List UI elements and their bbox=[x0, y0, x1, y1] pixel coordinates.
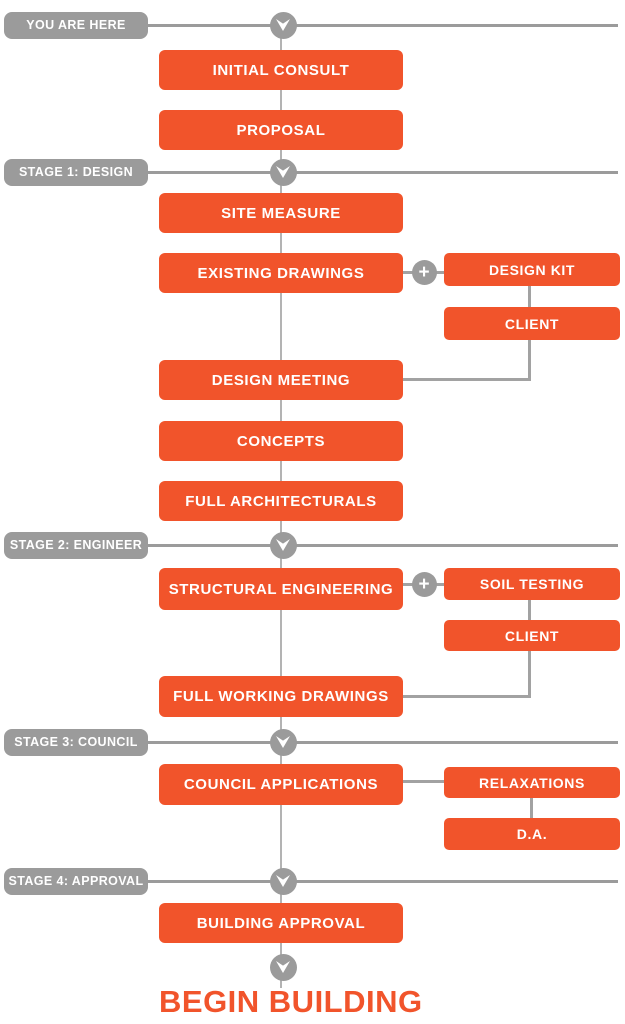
connector-relaxations-da bbox=[530, 798, 533, 819]
connector-designkit-client bbox=[528, 286, 531, 308]
flow-line bbox=[280, 233, 282, 253]
step-full-working-drawings: FULL WORKING DRAWINGS bbox=[159, 676, 403, 717]
stage-marker-1 bbox=[269, 158, 297, 186]
stage-label-2-engineer: STAGE 2: ENGINEER bbox=[4, 531, 148, 559]
step-existing-drawings: EXISTING DRAWINGS bbox=[159, 253, 403, 293]
stage-rule-you-are-here bbox=[147, 23, 618, 27]
connector-client-designmeeting bbox=[403, 378, 531, 381]
stage-label-3-council: STAGE 3: COUNCIL bbox=[4, 728, 148, 756]
connector-soiltesting-client bbox=[528, 600, 531, 621]
flow-line bbox=[280, 400, 282, 421]
side-step-design-kit: DESIGN KIT bbox=[444, 253, 620, 286]
side-step-da: D.A. bbox=[444, 818, 620, 850]
step-full-architecturals: FULL ARCHITECTURALS bbox=[159, 481, 403, 521]
plus-icon: + bbox=[411, 571, 437, 597]
stage-marker-final bbox=[269, 953, 297, 981]
step-building-approval: BUILDING APPROVAL bbox=[159, 903, 403, 943]
flow-line bbox=[280, 293, 282, 360]
side-step-client-2: CLIENT bbox=[444, 620, 620, 651]
step-design-meeting: DESIGN MEETING bbox=[159, 360, 403, 400]
connector-client2-elbow-v bbox=[528, 651, 531, 698]
flow-line bbox=[280, 461, 282, 481]
chevron-down-icon bbox=[276, 166, 290, 178]
chevron-down-icon bbox=[276, 19, 290, 31]
stage-rule-4 bbox=[147, 879, 618, 883]
connector-client-elbow-v bbox=[528, 340, 531, 381]
step-site-measure: SITE MEASURE bbox=[159, 193, 403, 233]
stage-marker-top bbox=[269, 11, 297, 39]
stage-rule-2 bbox=[147, 543, 618, 547]
chevron-down-icon bbox=[276, 539, 290, 551]
connector-council-relaxations bbox=[403, 780, 444, 783]
step-initial-consult: INITIAL CONSULT bbox=[159, 50, 403, 90]
begin-building-text: BEGIN BUILDING bbox=[159, 984, 423, 1019]
step-structural-engineering: STRUCTURAL ENGINEERING bbox=[159, 568, 403, 610]
side-step-relaxations: RELAXATIONS bbox=[444, 767, 620, 798]
chevron-down-icon bbox=[276, 961, 290, 973]
side-step-client-1: CLIENT bbox=[444, 307, 620, 340]
flow-line bbox=[280, 804, 282, 903]
stage-rule-3 bbox=[147, 740, 618, 744]
chevron-down-icon bbox=[276, 875, 290, 887]
side-step-soil-testing: SOIL TESTING bbox=[444, 568, 620, 600]
stage-marker-3 bbox=[269, 728, 297, 756]
step-proposal: PROPOSAL bbox=[159, 110, 403, 150]
stage-label-4-approval: STAGE 4: APPROVAL bbox=[4, 867, 148, 895]
stage-marker-4 bbox=[269, 867, 297, 895]
step-council-applications: COUNCIL APPLICATIONS bbox=[159, 764, 403, 805]
plus-icon: + bbox=[411, 259, 437, 285]
step-concepts: CONCEPTS bbox=[159, 421, 403, 461]
stage-label-you-are-here: YOU ARE HERE bbox=[4, 11, 148, 39]
chevron-down-icon bbox=[276, 736, 290, 748]
connector-client-fullworking bbox=[403, 695, 531, 698]
flow-line bbox=[280, 90, 282, 110]
stage-marker-2 bbox=[269, 531, 297, 559]
stage-rule-1 bbox=[147, 170, 618, 174]
flow-line bbox=[280, 609, 282, 676]
stage-label-1-design: STAGE 1: DESIGN bbox=[4, 158, 148, 186]
